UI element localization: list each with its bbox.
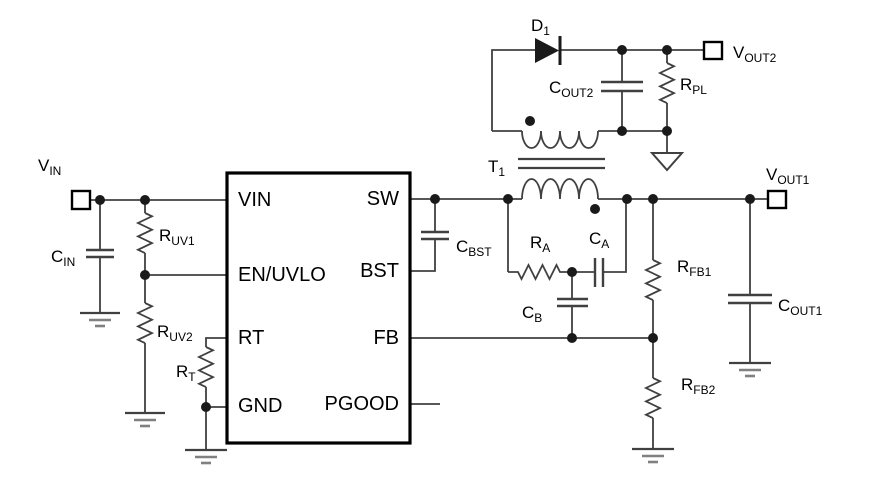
label-ruv2: RUV2 (157, 322, 193, 344)
pin-label-vin: VIN (238, 189, 271, 211)
transformer-core (518, 157, 605, 170)
label-ca: CA (589, 229, 609, 251)
junction-dot (430, 194, 440, 204)
capacitor-cout2 (601, 80, 643, 93)
terminal-vout2 (702, 40, 724, 61)
capacitors (86, 80, 772, 308)
junction-dot (745, 194, 755, 204)
ground-triangle-vout2 (649, 152, 685, 172)
ground-gnd-pin (185, 448, 227, 465)
capacitor-cout1 (728, 293, 772, 305)
wire-cbst (410, 199, 436, 272)
ic-body (225, 171, 412, 445)
resistor-ruv1 (135, 212, 155, 254)
label-rt: RT (176, 362, 196, 384)
label-ruv1: RUV1 (159, 226, 195, 248)
junction-dot (140, 195, 150, 205)
junction-dot (95, 195, 105, 205)
pin-label-fb: FB (373, 327, 399, 349)
resistor-rpl (657, 62, 677, 104)
label-rfb2: RFB2 (681, 375, 716, 397)
junction-dot (662, 126, 672, 136)
label-vout2: VOUT2 (733, 43, 777, 65)
junction-dot (567, 267, 577, 277)
ground-rfb2 (632, 447, 674, 464)
junction-dot (503, 194, 513, 204)
junction-dot (662, 45, 672, 55)
label-cb: CB (522, 303, 542, 325)
diode-d1 (535, 36, 562, 65)
junction-dot (648, 333, 658, 343)
junction-dot (648, 194, 658, 204)
component-labels: VIN CIN RUV1 RUV2 RT CBST T1 D1 COUT2 RP… (38, 16, 823, 397)
resistor-ruv2 (135, 302, 155, 344)
capacitor-cbst (421, 230, 449, 241)
label-d1: D1 (531, 16, 550, 38)
junction-dot (617, 126, 627, 136)
ground-cout1 (729, 361, 771, 378)
ground-ruv2 (125, 411, 165, 428)
wire-rt-leads (205, 337, 227, 449)
capacitor-ca (593, 258, 605, 287)
label-cin: CIN (51, 247, 75, 269)
label-rfb1: RFB1 (677, 257, 712, 279)
pin-label-enuvlo: EN/UVLO (238, 264, 326, 286)
capacitor-cin (86, 248, 114, 259)
transformer-secondary-winding (521, 130, 599, 149)
primary-phase-dot (590, 204, 600, 214)
pin-label-rt: RT (238, 327, 264, 349)
junction-dot (140, 270, 150, 280)
pin-label-pgood: PGOOD (325, 393, 399, 415)
label-vout1: VOUT1 (766, 165, 810, 187)
resistor-ra (508, 262, 572, 282)
junction-dot (201, 402, 211, 412)
resistor-rt (196, 346, 216, 388)
ground-cin (80, 311, 120, 328)
pin-label-bst: BST (360, 260, 399, 282)
ic-pin-labels: VIN EN/UVLO RT GND SW BST FB PGOOD (238, 188, 399, 417)
resistors (135, 62, 677, 419)
junction-dot (617, 45, 627, 55)
junction-dot (567, 333, 577, 343)
junction-dots (95, 45, 755, 412)
transformer-t1 (518, 116, 605, 214)
pin-label-sw: SW (367, 188, 399, 210)
label-vin: VIN (38, 156, 61, 178)
terminal-vout1 (766, 189, 788, 210)
pin-label-gnd: GND (238, 395, 282, 417)
terminal-vin (70, 189, 92, 211)
diode-anode-triangle (535, 38, 559, 63)
capacitor-cb (557, 297, 588, 308)
label-cout1: COUT1 (778, 296, 823, 318)
label-cout2: COUT2 (549, 78, 594, 100)
resistor-rfb1 (643, 259, 663, 301)
secondary-phase-dot (525, 116, 535, 126)
label-rpl: RPL (680, 75, 707, 97)
label-ra: RA (530, 233, 550, 255)
junction-dot (622, 194, 632, 204)
transformer-primary-winding (521, 178, 599, 200)
label-cbst: CBST (456, 237, 492, 259)
label-t1: T1 (488, 157, 505, 179)
resistor-rfb2 (643, 377, 663, 419)
wire-vout2-rail (491, 49, 704, 131)
